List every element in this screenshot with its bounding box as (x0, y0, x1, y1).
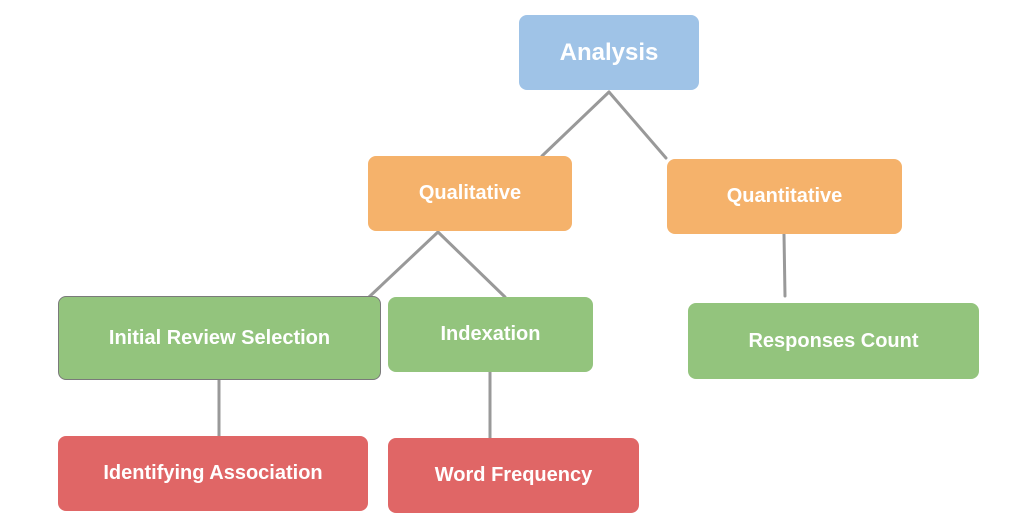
node-indexation-label: Indexation (440, 323, 541, 345)
node-responses-count-label: Responses Count (748, 329, 919, 352)
edge-quantitative-responses (782, 232, 787, 298)
node-initial-review-selection: Initial Review Selection (58, 296, 381, 380)
node-identifying-association-label: Identifying Association (103, 462, 323, 484)
node-responses-count: Responses Count (688, 303, 979, 379)
node-qualitative: Qualitative (368, 156, 572, 231)
node-word-frequency: Word Frequency (388, 438, 639, 513)
node-quantitative: Quantitative (667, 159, 902, 234)
node-quantitative-label: Quantitative (726, 185, 843, 207)
edge-qualitative-initial-review (367, 230, 440, 299)
edge-analysis-quantitative (607, 90, 668, 160)
node-analysis-label: Analysis (559, 38, 659, 66)
node-identifying-association: Identifying Association (58, 436, 368, 511)
node-initial-review-selection-label: Initial Review Selection (108, 326, 331, 349)
node-analysis: Analysis (519, 15, 699, 90)
edge-analysis-qualitative (540, 90, 611, 158)
node-word-frequency-label: Word Frequency (434, 464, 593, 486)
edge-qualitative-indexation (436, 230, 507, 299)
node-indexation: Indexation (388, 297, 593, 372)
node-qualitative-label: Qualitative (418, 182, 522, 204)
